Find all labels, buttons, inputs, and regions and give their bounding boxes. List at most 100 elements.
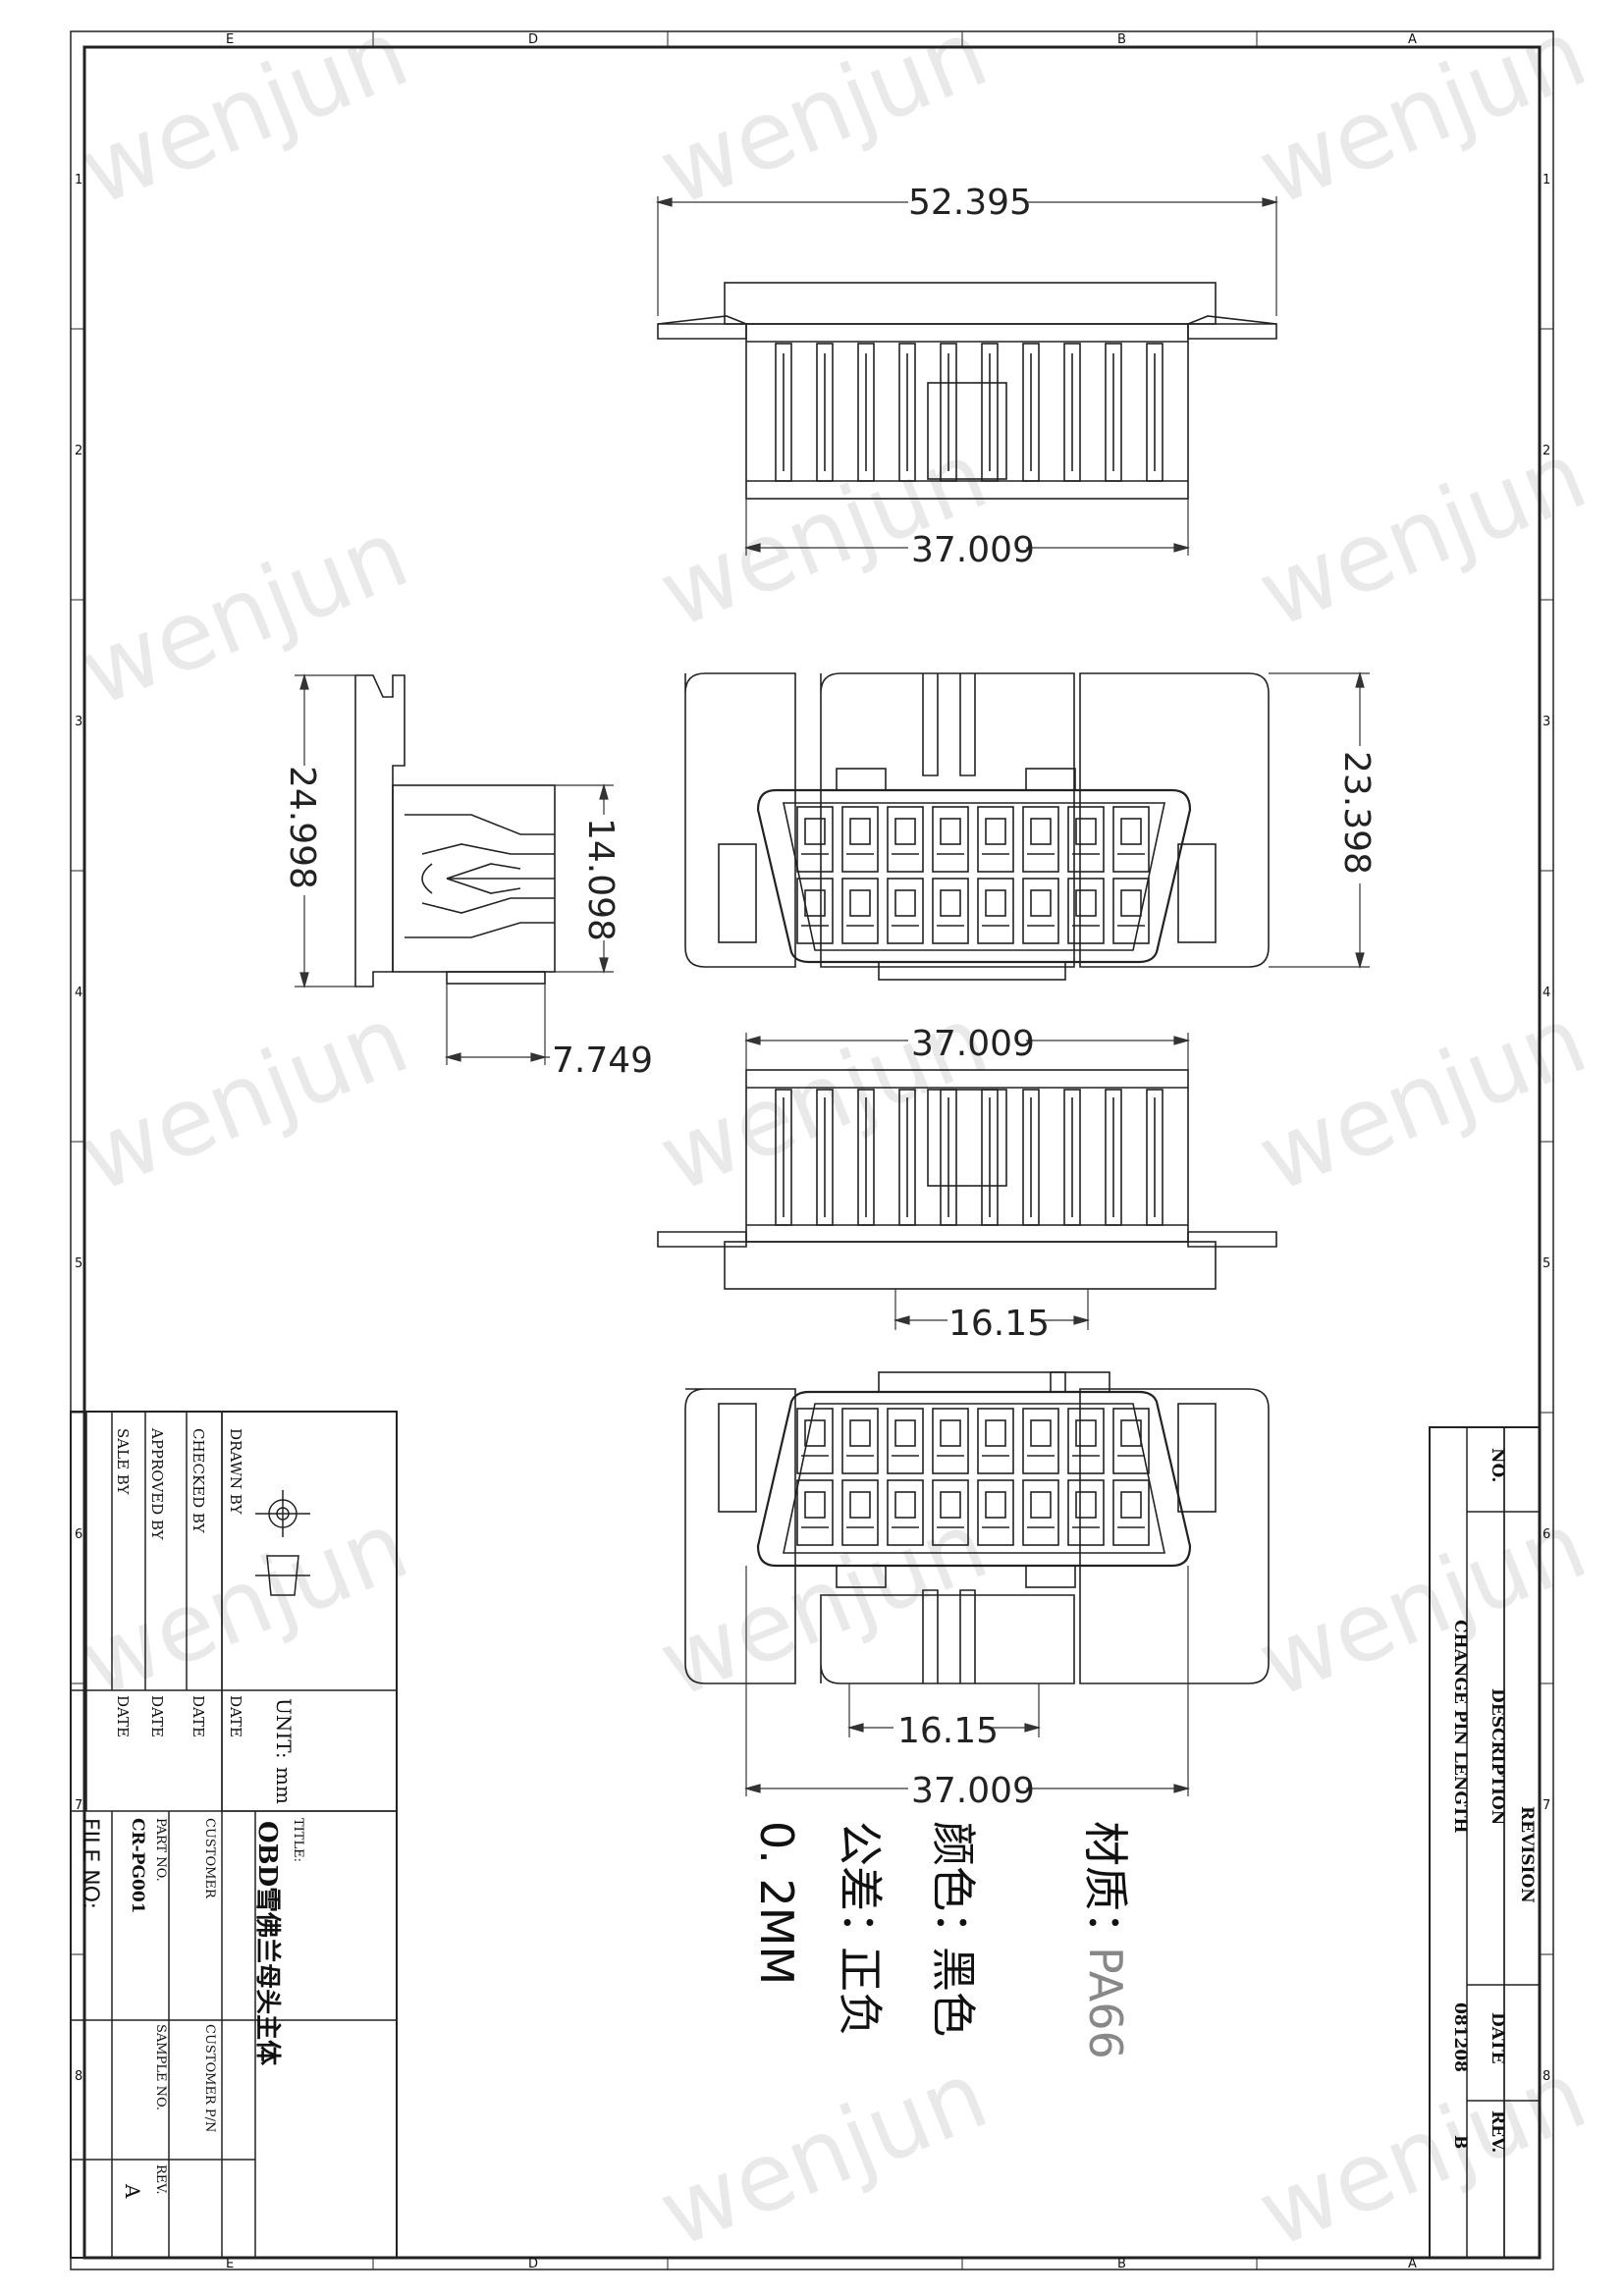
watermark-text: wenjun bbox=[1244, 0, 1600, 227]
dim-top-width bbox=[655, 196, 1279, 316]
title-drawn-by: DRAWN BY bbox=[227, 1428, 244, 1516]
dim-top-body-width-label: 37.009 bbox=[911, 530, 1035, 570]
dim-bottom-width-label: 37.009 bbox=[911, 1771, 1035, 1811]
svg-text:6: 6 bbox=[75, 1527, 82, 1542]
svg-text:颜色：: 颜色： bbox=[927, 1821, 980, 1956]
dim-mid-slot-label: 16.15 bbox=[948, 1304, 1050, 1344]
dim-side-body-height-label: 14.098 bbox=[580, 818, 621, 941]
svg-text:A: A bbox=[1408, 2257, 1417, 2271]
title-block bbox=[70, 1411, 398, 2259]
svg-text:PA66: PA66 bbox=[1079, 1947, 1132, 2059]
revision-date-label: DATE bbox=[1488, 2012, 1507, 2064]
svg-text:1: 1 bbox=[1543, 173, 1550, 187]
title-date-4: DATE bbox=[114, 1695, 132, 1737]
dim-mid-width bbox=[743, 1033, 1191, 1070]
svg-text:5: 5 bbox=[75, 1256, 82, 1271]
svg-text:7: 7 bbox=[75, 1798, 82, 1813]
dim-front-height bbox=[1269, 670, 1370, 970]
title-part-no-label: PART NO. bbox=[153, 1818, 168, 1882]
title-checked-by: CHECKED BY bbox=[189, 1428, 207, 1534]
dim-side-height bbox=[295, 672, 355, 989]
dim-side-height-label: 24.998 bbox=[282, 766, 322, 889]
dim-mid-width-label: 37.009 bbox=[911, 1024, 1035, 1064]
svg-text:材质：: 材质： bbox=[1079, 1821, 1132, 1956]
notes-material: 材质： PA66 bbox=[1079, 1821, 1132, 2059]
front-view-upper bbox=[684, 672, 1270, 981]
front-view-lower bbox=[684, 1371, 1270, 1684]
zone-numbers: 1 2 3 4 5 6 7 8 1 2 3 4 5 6 7 8 bbox=[75, 173, 1550, 2084]
svg-text:E: E bbox=[226, 2257, 234, 2271]
watermark-text: wenjun bbox=[66, 1490, 422, 1720]
svg-text:公差：: 公差： bbox=[834, 1821, 887, 1956]
title-customer: CUSTOMER bbox=[202, 1818, 217, 1899]
title-approved-by: APPROVED BY bbox=[148, 1427, 166, 1541]
title-unit-label: UNIT: bbox=[272, 1698, 296, 1759]
drawing-frame bbox=[70, 30, 1554, 2270]
svg-text:A: A bbox=[1408, 32, 1417, 47]
zone-letters-bottom: E D B A bbox=[226, 2257, 1417, 2271]
dim-side-tab bbox=[444, 984, 550, 1065]
svg-text:4: 4 bbox=[1543, 986, 1550, 1000]
watermark-text: wenjun bbox=[645, 1490, 1001, 1720]
svg-text:8: 8 bbox=[1543, 2069, 1550, 2084]
svg-text:2: 2 bbox=[75, 444, 82, 458]
title-file-no: FILE NO: bbox=[78, 1818, 102, 1909]
svg-text:D: D bbox=[528, 32, 538, 47]
svg-text:2: 2 bbox=[1543, 444, 1550, 458]
svg-text:5: 5 bbox=[1543, 1256, 1550, 1271]
dim-mid-slot bbox=[893, 1289, 1091, 1330]
title-title-label: TITLE: bbox=[291, 1818, 305, 1862]
revision-header: REVISION bbox=[1517, 1806, 1537, 1903]
watermark-text: wenjun bbox=[1244, 985, 1600, 1214]
title-rev-label: REV. bbox=[153, 2164, 168, 2195]
dim-top-width-label: 52.395 bbox=[908, 183, 1032, 223]
svg-text:B: B bbox=[1117, 2257, 1126, 2271]
dim-bottom-slot bbox=[846, 1683, 1042, 1737]
watermark-text: wenjun bbox=[1244, 1490, 1600, 1720]
svg-text:1: 1 bbox=[75, 173, 82, 187]
title-unit-value: mm bbox=[272, 1767, 296, 1804]
title-sale-by: SALE BY bbox=[114, 1428, 132, 1496]
projection-symbol bbox=[255, 1490, 310, 1596]
notes-tolerance: 公差： 正负 bbox=[834, 1821, 887, 2037]
dim-bottom-slot-label: 16.15 bbox=[897, 1711, 999, 1751]
svg-text:正负: 正负 bbox=[834, 1947, 887, 2037]
dim-front-height-label: 23.398 bbox=[1336, 751, 1377, 875]
svg-text:4: 4 bbox=[75, 986, 82, 1000]
svg-text:3: 3 bbox=[75, 715, 82, 729]
revision-desc-value: CHANGE PIN LENGTH bbox=[1450, 1620, 1470, 1834]
revision-rev-value: B bbox=[1450, 2135, 1470, 2149]
notes-tolerance-amount: 0. 2MM bbox=[750, 1821, 803, 1985]
title-title-value: OBD雪佛兰母头主体 bbox=[252, 1821, 282, 2066]
title-part-no-value: CR-PG001 bbox=[128, 1818, 147, 1914]
notes-color: 颜色： 黑色 bbox=[927, 1821, 980, 2037]
revision-rev-label: REV. bbox=[1488, 2110, 1507, 2153]
dim-side-tab-label: 7.749 bbox=[552, 1041, 653, 1081]
title-date-2: DATE bbox=[189, 1695, 207, 1737]
dim-top-body-width bbox=[743, 499, 1191, 556]
side-view bbox=[354, 674, 556, 988]
zone-letters-top: E D B A bbox=[226, 32, 1417, 47]
svg-text:黑色: 黑色 bbox=[927, 1947, 980, 2037]
watermark-text: wenjun bbox=[66, 985, 422, 1214]
middle-view bbox=[657, 1069, 1277, 1290]
revision-no-label: NO. bbox=[1488, 1448, 1507, 1482]
title-date-3: DATE bbox=[148, 1695, 166, 1737]
svg-text:D: D bbox=[528, 2257, 538, 2271]
svg-text:7: 7 bbox=[1543, 1798, 1550, 1813]
top-view bbox=[657, 282, 1277, 500]
revision-date-value: 081208 bbox=[1450, 2002, 1470, 2072]
svg-text:6: 6 bbox=[1543, 1527, 1550, 1542]
title-customer-pn: CUSTOMER P/N bbox=[202, 2024, 217, 2132]
watermark-text: wenjun bbox=[66, 0, 422, 227]
svg-text:8: 8 bbox=[75, 2069, 82, 2084]
dim-side-body-height bbox=[555, 782, 614, 975]
dim-bottom-width bbox=[743, 1566, 1191, 1796]
svg-text:B: B bbox=[1117, 32, 1126, 47]
svg-text:E: E bbox=[226, 32, 234, 47]
revision-desc-label: DESCRIPTION bbox=[1488, 1688, 1507, 1825]
title-sample-no: SAMPLE NO. bbox=[153, 2024, 168, 2110]
watermark-text: wenjun bbox=[645, 2040, 1001, 2269]
title-date-1: DATE bbox=[227, 1695, 244, 1737]
title-rev-value: A bbox=[121, 2183, 144, 2199]
